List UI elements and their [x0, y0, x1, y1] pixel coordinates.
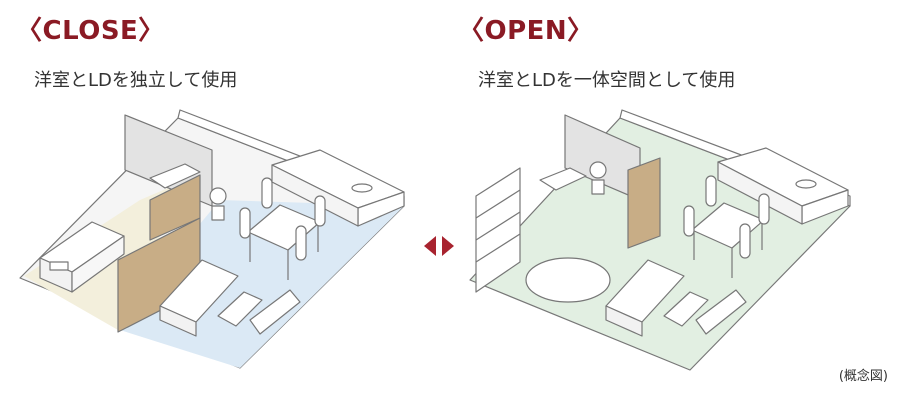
double-arrow-icon	[424, 236, 454, 256]
open-tv-stand	[695, 289, 747, 335]
open-sofa	[605, 259, 685, 337]
close-room-illustration	[19, 109, 405, 369]
close-coffee-table	[217, 291, 263, 327]
open-title: 〈OPEN〉	[458, 16, 594, 46]
close-desk	[149, 163, 201, 189]
concept-diagram-note: (概念図)	[838, 369, 888, 384]
close-subtitle: 洋室とLDを独立して使用	[34, 70, 238, 91]
open-desk	[539, 167, 587, 191]
close-tv-stand	[249, 289, 301, 335]
open-round-rug	[525, 257, 611, 303]
open-dining-set	[683, 175, 770, 278]
open-coffee-table	[663, 291, 709, 327]
open-room-illustration	[469, 109, 851, 371]
close-dining-set	[239, 177, 326, 280]
open-kitchen-counter	[717, 147, 849, 225]
open-partition-folded	[627, 157, 661, 249]
open-floor	[469, 117, 851, 371]
close-kitchen-counter	[271, 149, 405, 227]
close-sofa	[159, 259, 239, 337]
close-plant	[209, 187, 227, 221]
open-plant	[589, 161, 607, 195]
close-title: 〈CLOSE〉	[16, 16, 165, 46]
close-bed	[39, 221, 125, 293]
open-subtitle: 洋室とLDを一体空間として使用	[478, 70, 736, 91]
open-bookshelf	[475, 167, 521, 293]
